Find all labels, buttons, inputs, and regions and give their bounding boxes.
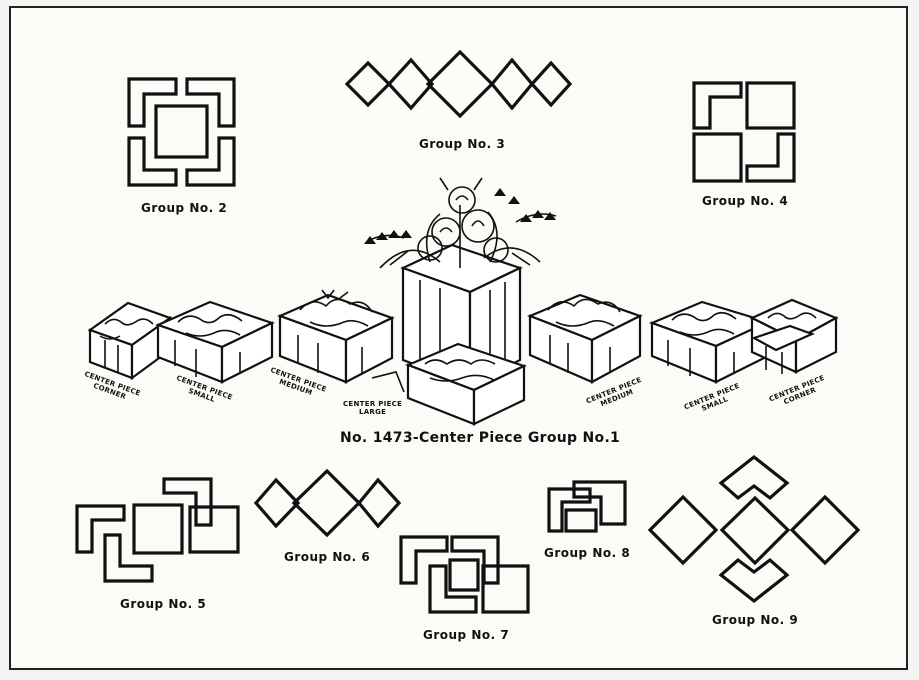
group-3-label: Group No. 3 <box>419 137 505 151</box>
center-piece-small-right <box>652 302 768 382</box>
center-piece-small-left <box>158 302 272 382</box>
group-6-diagram <box>256 471 399 535</box>
group-8-label: Group No. 8 <box>544 546 630 560</box>
group-2-label: Group No. 2 <box>141 201 227 215</box>
center-piece-large <box>364 178 556 424</box>
group-2-diagram <box>129 79 234 185</box>
caption-large-line1: CENTER PIECE <box>343 400 402 408</box>
group-9-label: Group No. 9 <box>712 613 798 627</box>
group-5-diagram <box>77 479 238 581</box>
group-7-label: Group No. 7 <box>423 628 509 642</box>
group-9-diagram <box>650 457 858 601</box>
large-caption-leader <box>372 372 404 392</box>
group-4-label: Group No. 4 <box>702 194 788 208</box>
center-piece-medium-right <box>530 295 640 382</box>
group-7-diagram <box>401 537 528 612</box>
group-6-label: Group No. 6 <box>284 550 370 564</box>
group-3-diagram <box>347 52 570 116</box>
group-4-diagram <box>694 83 794 181</box>
caption-large-line2: LARGE <box>343 408 402 416</box>
group-8-diagram <box>549 482 625 531</box>
group-5-label: Group No. 5 <box>120 597 206 611</box>
caption-large: CENTER PIECE LARGE <box>343 400 402 416</box>
center-piece-medium-left <box>280 290 392 382</box>
main-title: No. 1473-Center Piece Group No.1 <box>340 430 620 446</box>
center-piece-corner-right <box>752 300 836 374</box>
